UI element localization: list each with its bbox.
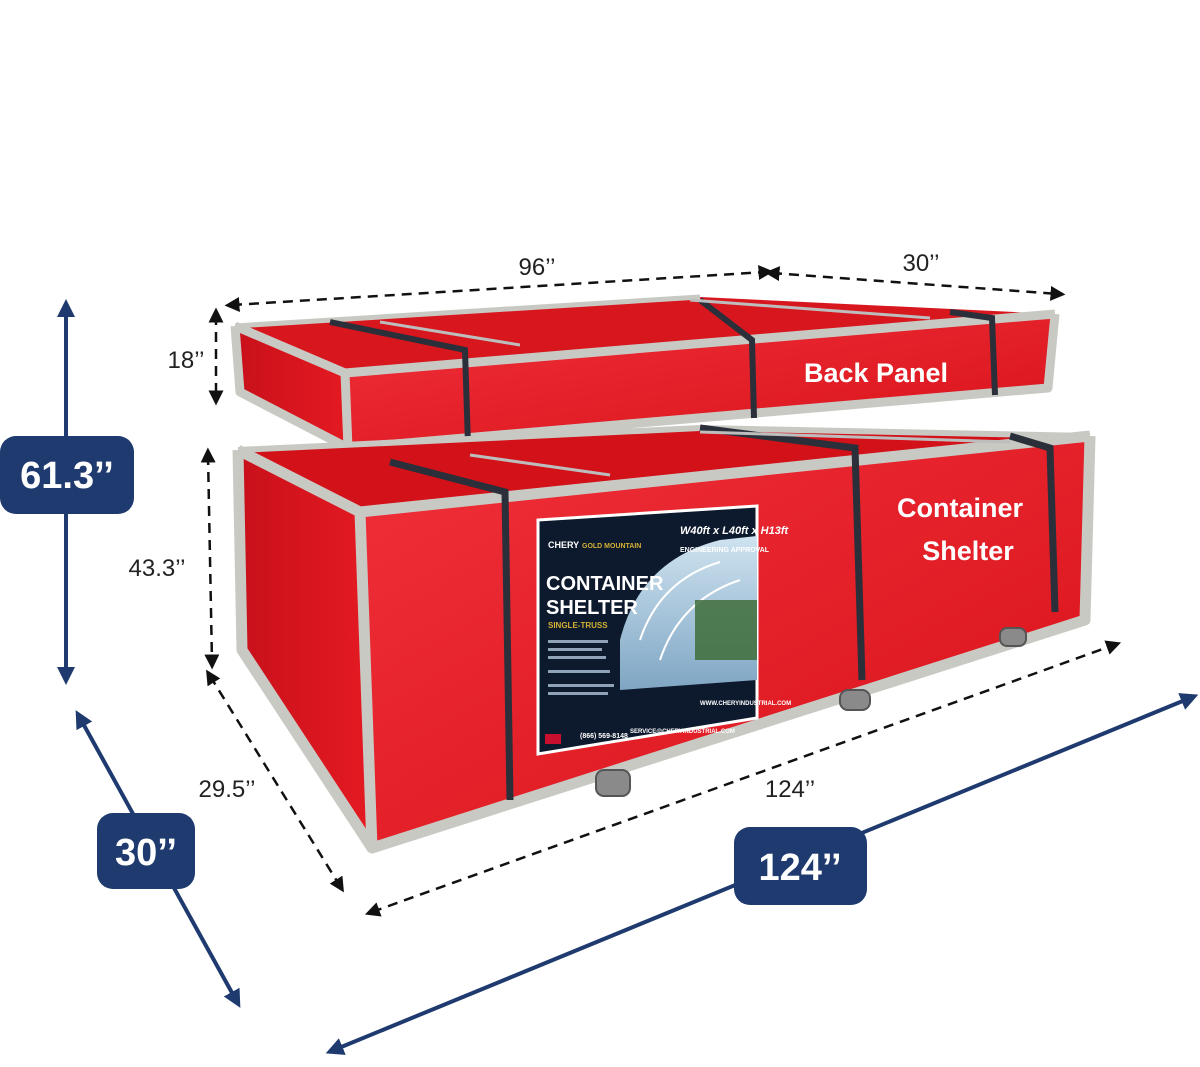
top-length-label: 96’’ [519, 254, 556, 281]
back-panel-label: Back Panel [804, 358, 948, 388]
body-length-label: 124’’ [765, 776, 815, 803]
body-height-line [200, 447, 220, 670]
total-depth-badge: 30’’ [97, 813, 195, 889]
product-poster: CHERY GOLD MOUNTAIN W40ft x L40ft x H13f… [536, 504, 791, 756]
body-height-label: 43.3’’ [129, 555, 186, 582]
flag-icon [545, 734, 561, 744]
crate-top-face [238, 428, 1090, 512]
body-depth-label: 29.5’’ [199, 776, 256, 803]
back-panel-crate: Back Panel [230, 294, 1060, 453]
top-width-label: 30’’ [903, 250, 940, 277]
poster-title-line1: CONTAINER [546, 573, 664, 595]
total-depth-badge-text: 30’’ [115, 832, 177, 874]
panel-height-label: 18’’ [168, 347, 205, 374]
poster-title-line2: SHELTER [546, 597, 638, 619]
total-length-badge: 124’’ [734, 827, 867, 905]
total-height-badge: 61.3’’ [0, 436, 134, 514]
poster-brand-left: CHERY [548, 540, 579, 550]
top-length-line [224, 264, 774, 313]
container-label-line2: Shelter [922, 536, 1014, 566]
container-label-line1: Container [897, 493, 1024, 523]
poster-approval: ENGINEERING APPROVAL [680, 547, 770, 554]
container-shelter-crate: CHERY GOLD MOUNTAIN W40ft x L40ft x H13f… [232, 424, 1096, 854]
back-panel-side-face [235, 326, 348, 448]
top-width-line [764, 266, 1066, 301]
poster-phone: (866) 569-8148 [580, 733, 628, 740]
total-height-badge-text: 61.3’’ [20, 455, 114, 497]
back-panel-top-face [235, 297, 1055, 373]
poster-subtitle: SINGLE-TRUSS [548, 621, 608, 630]
back-panel-straps [329, 297, 998, 446]
poster-dimensions: W40ft x L40ft x H13ft [680, 525, 790, 537]
total-length-badge-text: 124’’ [758, 847, 841, 889]
poster-email: SERVICE@CHERYINDUSTRIAL.COM [630, 729, 735, 735]
poster-brand-right: GOLD MOUNTAIN [582, 543, 641, 550]
poster-website: WWW.CHERYINDUSTRIAL.COM [700, 701, 791, 707]
back-panel-front-face [345, 314, 1055, 448]
